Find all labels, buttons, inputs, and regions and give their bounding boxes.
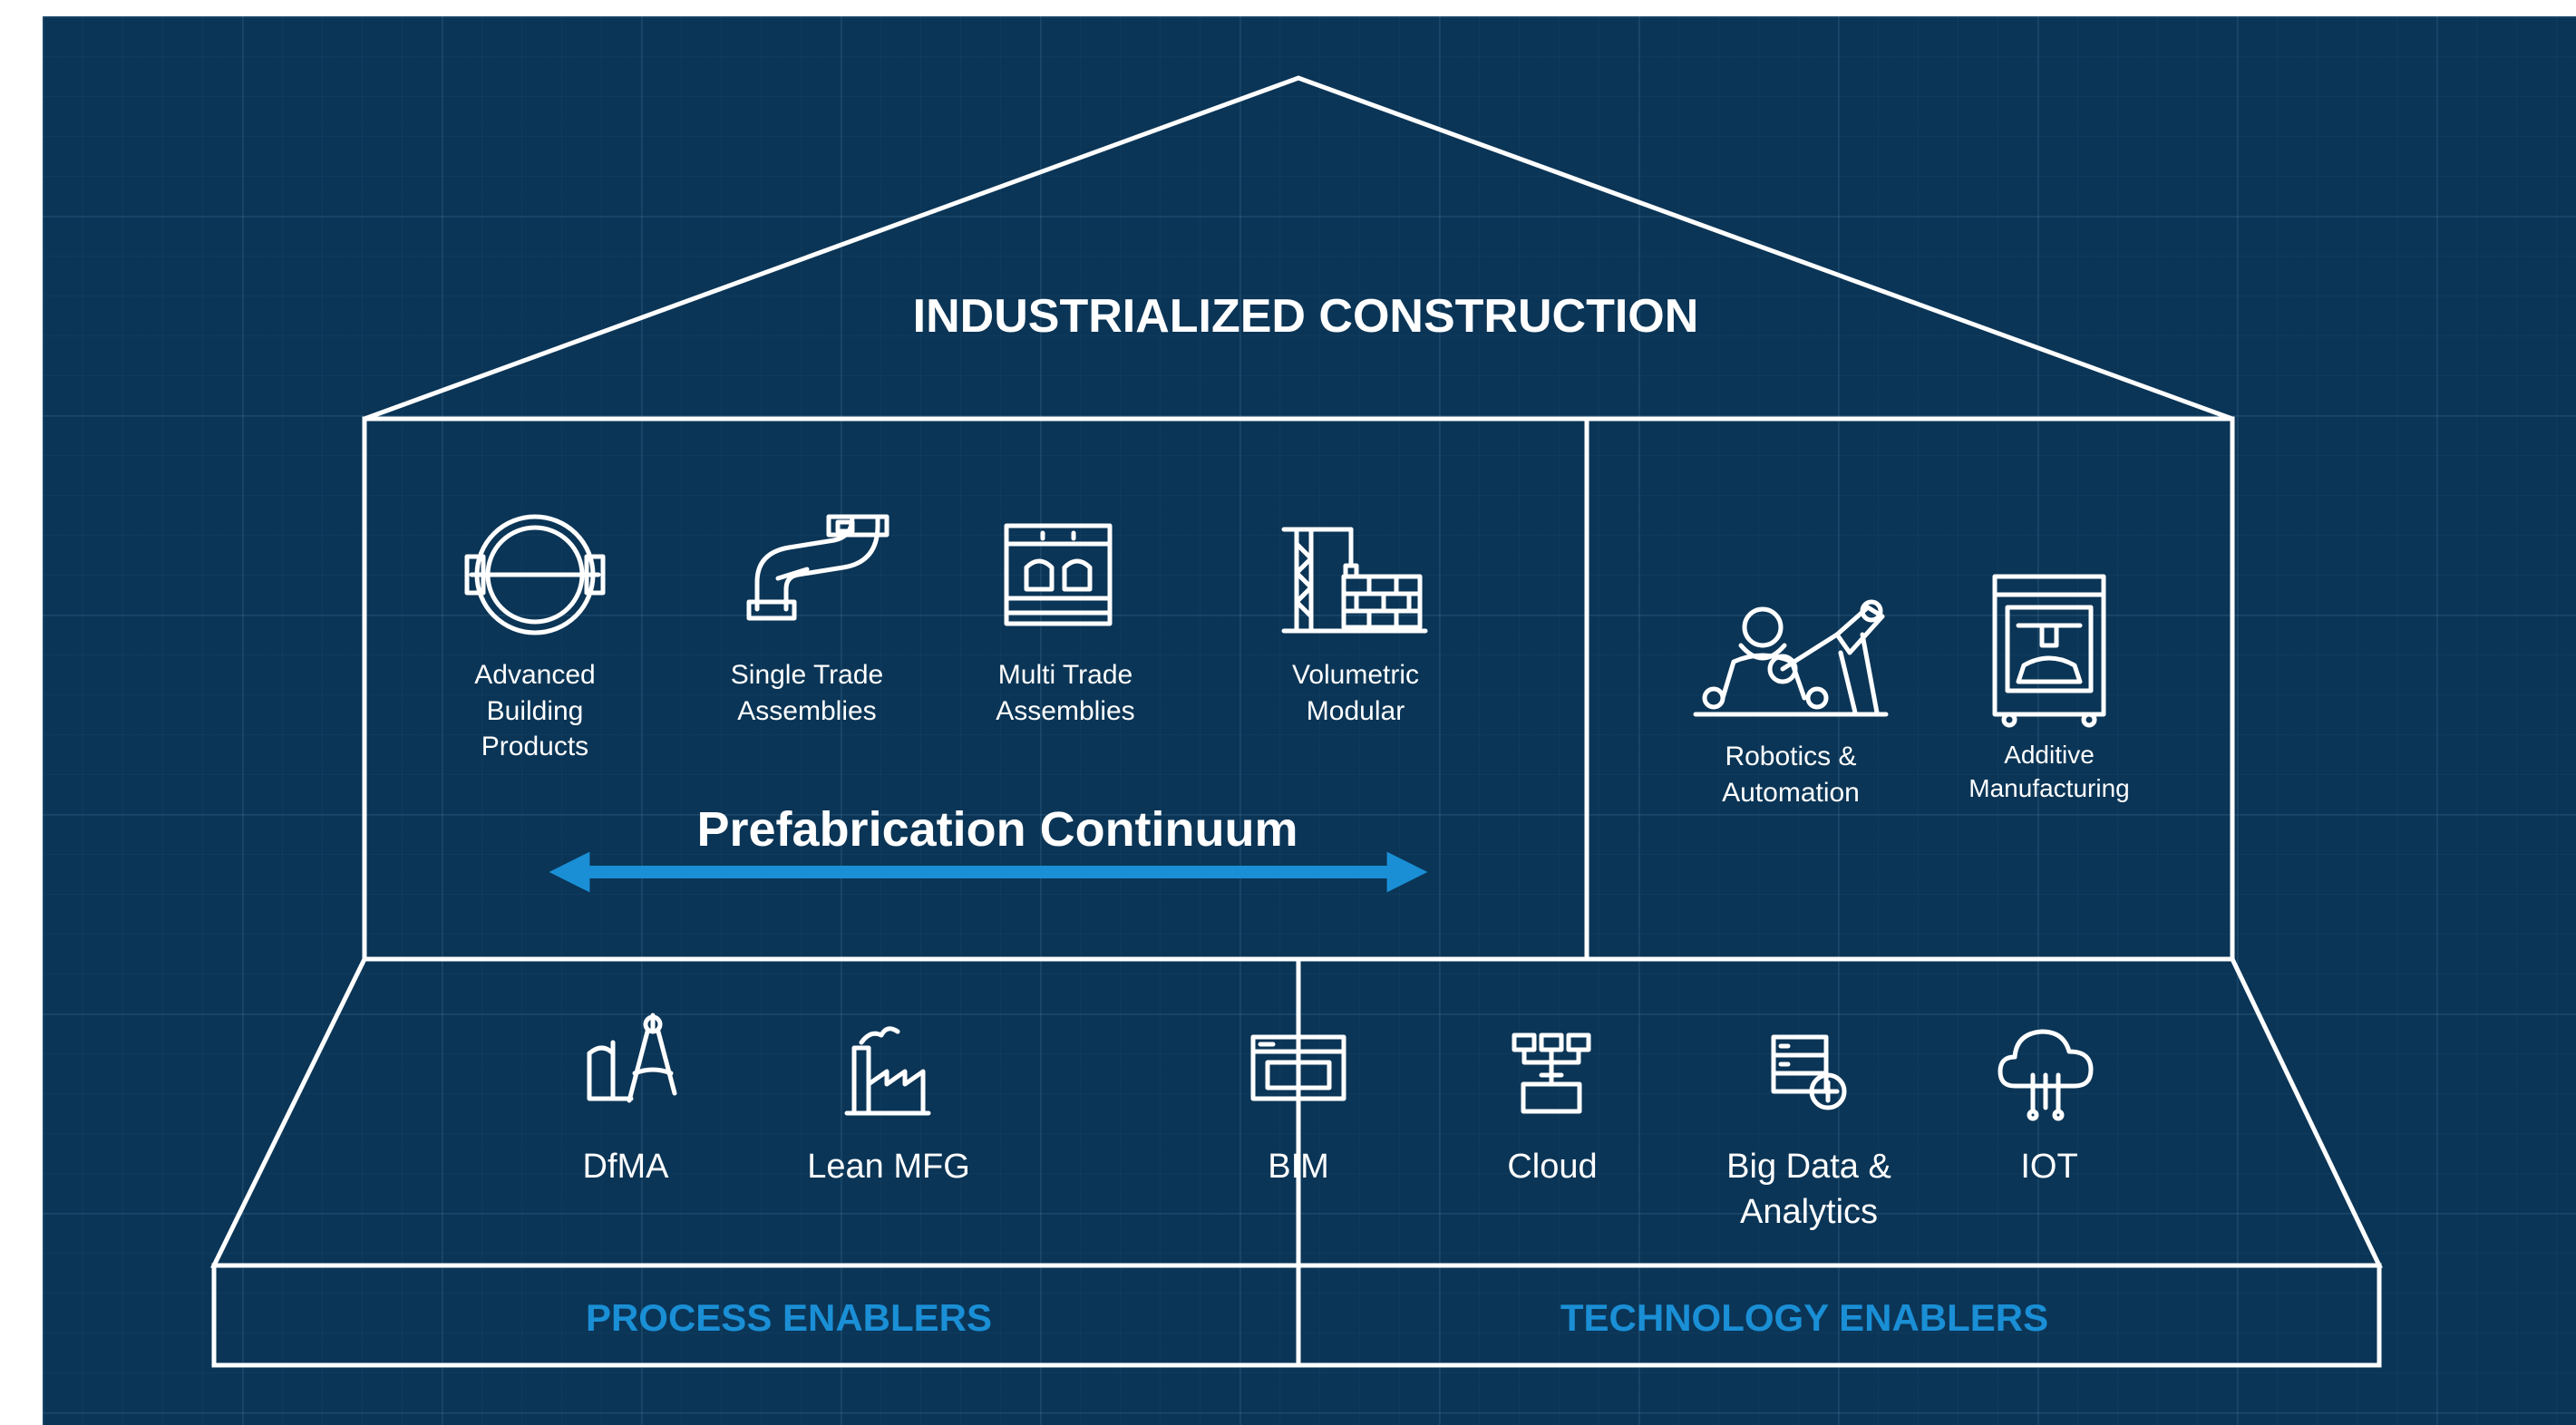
welding-robot-icon — [1693, 599, 1889, 717]
tech-item-label: Big Data & Analytics — [1726, 1148, 1891, 1232]
factory-icon — [844, 1026, 931, 1116]
prefab-continuum-heading: Prefabrication Continuum — [696, 802, 1298, 857]
process-enablers-label: PROCESS ENABLERS — [585, 1296, 993, 1339]
wall-panel-icon — [1004, 523, 1113, 626]
prefab-item-label: Single Trade Assemblies — [730, 660, 884, 726]
3d-printer-icon — [1992, 574, 2106, 728]
process-item-label: DfMA — [582, 1148, 669, 1186]
process-item-label: Lean MFG — [807, 1148, 970, 1186]
tech-item-label: IOT — [2020, 1148, 2078, 1186]
tech-room-item-label: Additive Manufacturing — [1968, 741, 2130, 802]
technology-enablers-label: TECHNOLOGY ENABLERS — [1560, 1296, 2049, 1339]
blueprint-background — [43, 16, 2576, 1425]
drafting-compass-icon — [587, 1013, 677, 1103]
tech-item-label: Cloud — [1507, 1148, 1598, 1186]
network-icon — [1512, 1032, 1591, 1114]
tech-room-item-label: Robotics & Automation — [1722, 742, 1860, 808]
diagram-title: INDUSTRIALIZED CONSTRUCTION — [912, 290, 1699, 343]
prefab-item-label: Multi Trade Assemblies — [996, 660, 1135, 726]
cloud-circuit-icon — [1998, 1029, 2094, 1121]
browser-window-icon — [1250, 1034, 1346, 1101]
pipe-elbow-icon — [746, 514, 889, 621]
pipe-clamp-icon — [464, 514, 606, 635]
enablers-base — [211, 1263, 2382, 1368]
crane-module-icon — [1281, 527, 1428, 634]
tech-item-label: BIM — [1268, 1148, 1329, 1186]
technology-room — [1584, 416, 2235, 962]
database-icon — [1771, 1034, 1847, 1110]
roof-outline — [364, 75, 2233, 422]
prefab-item-label: Advanced Building Products — [474, 660, 596, 762]
prefab-item-label: Volumetric Modular — [1291, 660, 1420, 726]
